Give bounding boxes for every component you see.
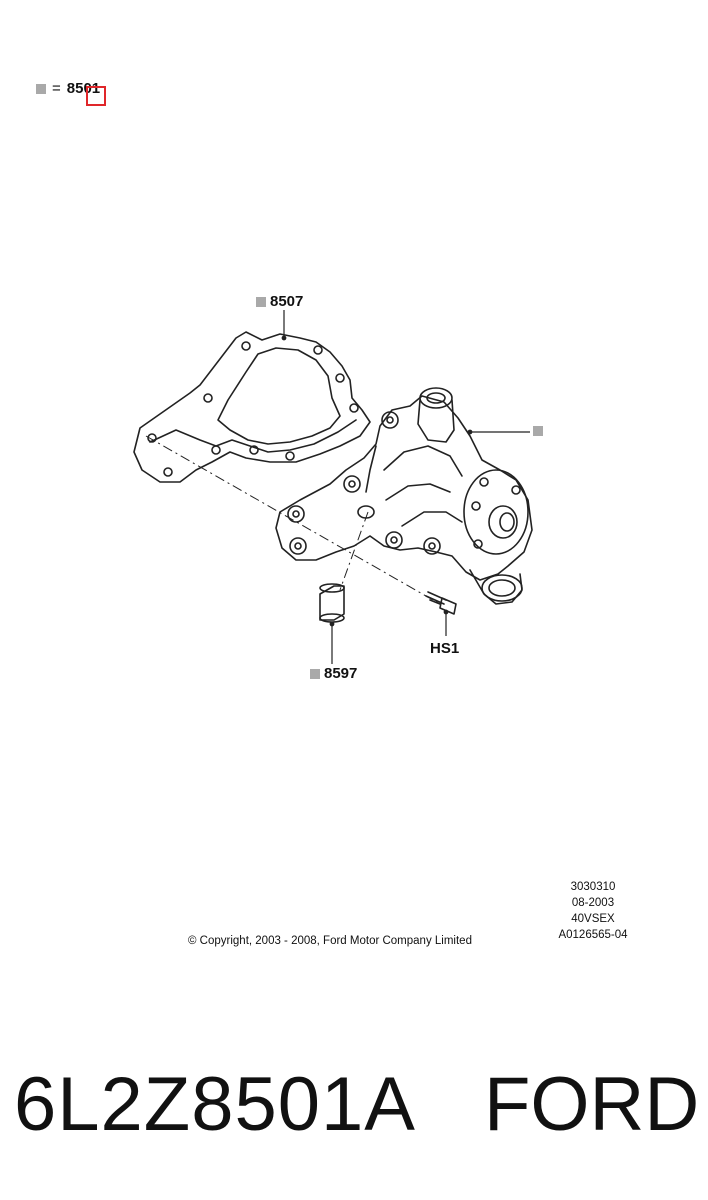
- pump-body: [275, 395, 533, 581]
- gasket-outline: [133, 331, 371, 483]
- callout-bolt-label: HS1: [430, 640, 460, 657]
- callout-dowel[interactable]: 8597: [310, 665, 357, 682]
- highlight-box[interactable]: [86, 86, 106, 106]
- legend-marker-icon: [36, 83, 46, 94]
- callout-marker-icon: [310, 668, 320, 679]
- water-pump-diagram: [133, 310, 533, 664]
- legend-equals: =: [52, 80, 61, 97]
- pump-pulley-flange: [463, 469, 529, 555]
- bolt-hs1: [425, 591, 457, 615]
- reference-line-4: A0126565-04: [558, 929, 628, 941]
- dowel-pin: [319, 585, 345, 621]
- reference-line-3: 40VSEX: [571, 913, 615, 925]
- reference-line-2: 08-2003: [571, 897, 615, 909]
- callout-pump[interactable]: [533, 426, 547, 436]
- callout-bolt[interactable]: HS1: [430, 640, 459, 657]
- copyright-text: © Copyright, 2003 - 2008, Ford Motor Com…: [188, 935, 472, 947]
- reference-info: 3030310 08-2003 40VSEX A0126565-04: [548, 879, 638, 943]
- footer: 6L2Z8501A FORD: [0, 1060, 708, 1150]
- pump-inlet: [419, 387, 453, 409]
- brand-name: FORD: [484, 1062, 700, 1147]
- callout-dowel-label: 8597: [324, 665, 358, 682]
- callout-gasket[interactable]: 8507: [256, 293, 303, 310]
- callout-marker-icon: [533, 426, 543, 436]
- gasket-inner: [217, 347, 341, 445]
- legend: = 8501: [36, 80, 100, 97]
- legend-part-number: 8501: [66, 80, 101, 97]
- callout-marker-icon: [256, 296, 266, 307]
- callout-gasket-label: 8507: [270, 293, 304, 310]
- part-number-title: 6L2Z8501A: [14, 1062, 416, 1147]
- reference-line-1: 3030310: [570, 881, 616, 893]
